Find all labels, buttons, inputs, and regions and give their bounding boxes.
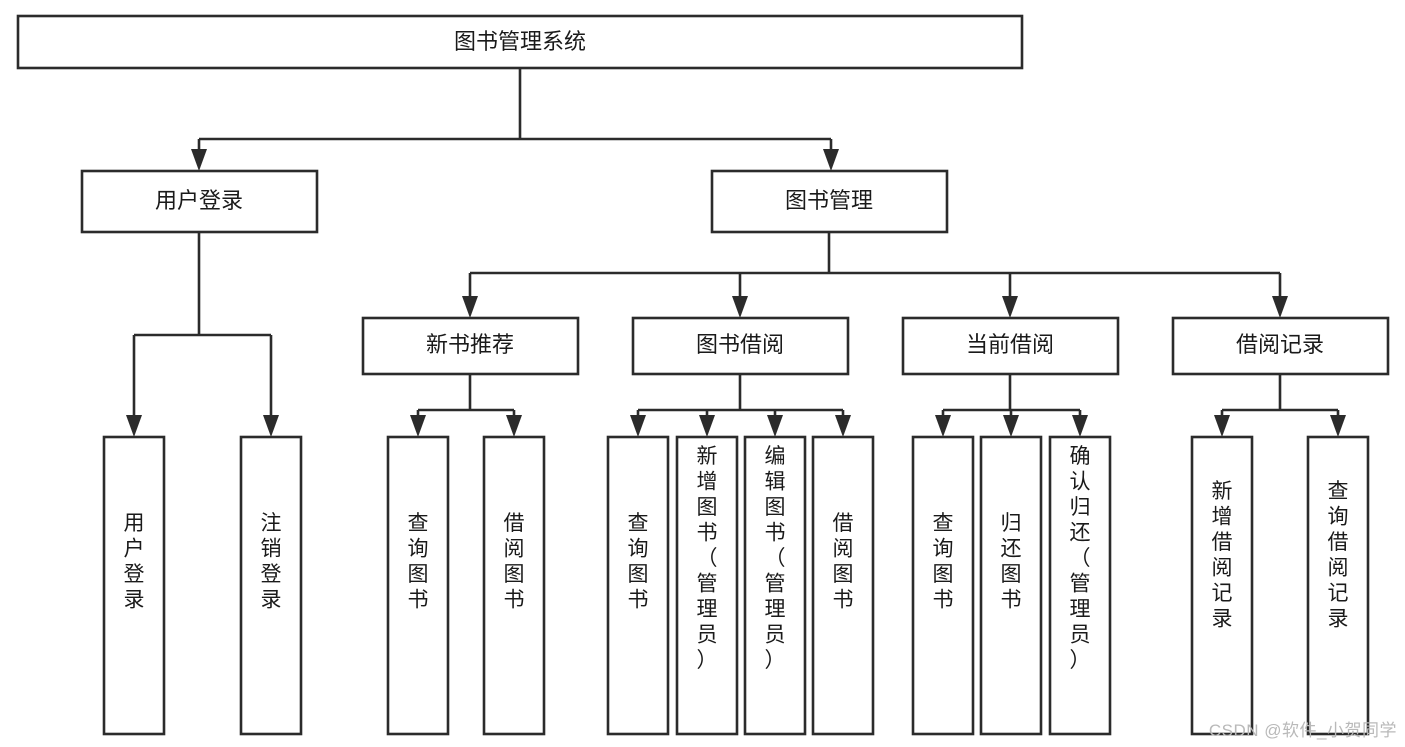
leaf-user-login[interactable]: 用户登录 [102,435,166,736]
node-root-box [16,14,1024,70]
leaf-confirm-return-label: 确认归还（管理员） [1070,445,1091,672]
node-user-login[interactable]: 用户登录 [80,169,319,234]
leaf-user-login-box [102,435,166,736]
leaf-return-book-box [979,435,1043,736]
node-book-manage[interactable]: 图书管理 [710,169,949,234]
leaf-query-book-2-label: 查询图书 [628,512,649,612]
arrow-head-icon [410,415,426,437]
leaf-borrow-book-1-box [482,435,546,736]
connector-book-borrow-to-leaves [630,374,851,437]
leaf-edit-book-box [743,435,807,736]
node-current-borrow-box [901,316,1120,376]
leaf-borrow-book-1[interactable]: 借阅图书 [482,435,546,736]
connector-new-book-recommend-to-leaves [410,374,522,437]
leaf-return-book-label: 归还图书 [1001,512,1022,612]
leaf-add-record-box [1190,435,1254,736]
arrow-head-icon [1002,296,1018,318]
connector-book-manage-to-level3 [462,232,1288,318]
arrow-head-icon [699,415,715,437]
arrow-head-icon [835,415,851,437]
arrow-head-icon [1330,415,1346,437]
node-user-login-label: 用户登录 [155,188,243,213]
arrow-head-icon [935,415,951,437]
node-book-manage-label: 图书管理 [785,188,873,213]
arrow-head-icon [126,415,142,437]
arrow-head-icon [1003,415,1019,437]
node-book-borrow-label: 图书借阅 [696,332,784,357]
leaf-query-book-2[interactable]: 查询图书 [606,435,670,736]
csdn-watermark: CSDN @软件_小贺同学 [1208,721,1397,740]
leaf-query-record-box [1306,435,1370,736]
node-borrow-record[interactable]: 借阅记录 [1171,316,1390,376]
leaf-logout-login-box [239,435,303,736]
leaf-query-book-3[interactable]: 查询图书 [911,435,975,736]
leaf-add-book-label: 新增图书（管理员） [697,445,718,672]
leaf-add-record-label: 新增借阅记录 [1212,480,1233,631]
leaf-borrow-book-1-label: 借阅图书 [504,512,525,612]
node-current-borrow[interactable]: 当前借阅 [901,316,1120,376]
node-current-borrow-label: 当前借阅 [966,332,1054,357]
leaf-logout-login[interactable]: 注销登录 [239,435,303,736]
leaf-edit-book-label: 编辑图书（管理员） [765,445,786,672]
arrow-head-icon [1214,415,1230,437]
arrow-head-icon [823,149,839,171]
leaf-logout-login-label: 注销登录 [261,512,282,612]
connector-current-borrow-to-leaves [935,374,1088,437]
connector-root-to-level2 [191,68,839,171]
leaf-query-book-2-box [606,435,670,736]
leaf-query-book-1-box [386,435,450,736]
connector-borrow-record-to-leaves [1214,374,1346,437]
leaf-confirm-return-box [1048,435,1112,736]
node-new-book-recommend-box [361,316,580,376]
leaf-user-login-label: 用户登录 [124,512,145,612]
node-book-borrow[interactable]: 图书借阅 [631,316,850,376]
leaf-query-book-1[interactable]: 查询图书 [386,435,450,736]
leaf-borrow-book-2[interactable]: 借阅图书 [811,435,875,736]
arrow-head-icon [767,415,783,437]
arrow-head-icon [506,415,522,437]
arrow-head-icon [1272,296,1288,318]
node-root-label: 图书管理系统 [454,29,586,54]
leaf-query-record-label: 查询借阅记录 [1328,480,1349,631]
leaf-query-book-3-label: 查询图书 [933,512,954,612]
leaf-query-book-1-label: 查询图书 [408,512,429,612]
leaf-add-record[interactable]: 新增借阅记录 [1190,435,1254,736]
leaf-confirm-return[interactable]: 确认归还（管理员） [1048,435,1112,736]
node-new-book-recommend[interactable]: 新书推荐 [361,316,580,376]
leaf-return-book[interactable]: 归还图书 [979,435,1043,736]
leaf-edit-book[interactable]: 编辑图书（管理员） [743,435,807,736]
leaf-borrow-book-2-label: 借阅图书 [833,512,854,612]
arrow-head-icon [263,415,279,437]
leaf-add-book-box [675,435,739,736]
leaf-borrow-book-2-box [811,435,875,736]
connector-user-login-to-leaves [126,232,279,437]
leaf-query-record[interactable]: 查询借阅记录 [1306,435,1370,736]
arrow-head-icon [732,296,748,318]
node-root[interactable]: 图书管理系统 [16,14,1024,70]
arrow-head-icon [630,415,646,437]
leaf-query-book-3-box [911,435,975,736]
node-new-book-recommend-label: 新书推荐 [426,332,514,357]
arrow-head-icon [191,149,207,171]
leaf-add-book[interactable]: 新增图书（管理员） [675,435,739,736]
node-user-login-box [80,169,319,234]
arrow-head-icon [1072,415,1088,437]
arrow-head-icon [462,296,478,318]
node-borrow-record-label: 借阅记录 [1236,332,1324,357]
